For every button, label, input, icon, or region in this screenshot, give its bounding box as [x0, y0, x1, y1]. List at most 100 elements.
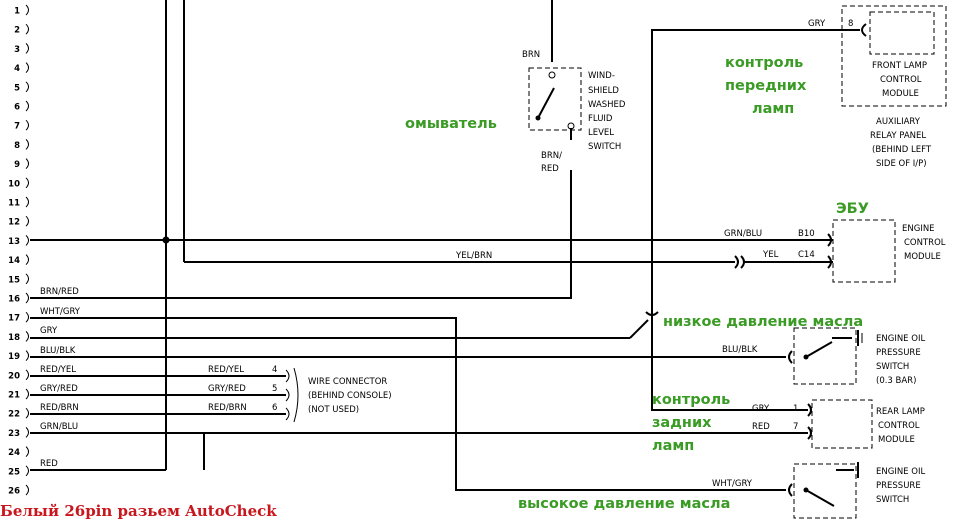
- pin-bracket: [25, 331, 29, 342]
- front-lamp-module-inner: [869, 11, 935, 55]
- pin-bracket: [25, 311, 29, 323]
- pin-bracket: [25, 427, 29, 438]
- washer-switch-pivot: [535, 115, 541, 121]
- pin-number: 6: [14, 103, 20, 113]
- svg-text:CONTROL: CONTROL: [878, 421, 920, 431]
- annotation-high-oil: высокое давление масла: [518, 496, 730, 512]
- pin-bracket: [25, 43, 29, 54]
- label-p17: WHT/GRY: [40, 307, 81, 317]
- pin-number: 1: [14, 7, 20, 17]
- pin-number: 23: [8, 429, 20, 439]
- pin-bracket: [25, 350, 29, 361]
- pin-bracket: [25, 81, 29, 93]
- svg-text:MODULE: MODULE: [882, 89, 919, 99]
- label-red-rear: RED: [752, 422, 770, 432]
- label-brn-top: BRN: [522, 50, 540, 60]
- svg-text:(0.3 BAR): (0.3 BAR): [876, 376, 916, 386]
- pin-number: 21: [8, 391, 20, 401]
- annotation-ecu: ЭБУ: [836, 201, 869, 217]
- pin-number: 22: [8, 410, 20, 420]
- pin-number: 16: [8, 295, 20, 305]
- label-gry-rear: GRY: [752, 404, 770, 414]
- wire-pin17: [30, 317, 786, 491]
- svg-text:задних: задних: [652, 415, 712, 431]
- svg-text:ламп: ламп: [752, 101, 794, 117]
- ecm-connector-1: [827, 233, 832, 247]
- svg-text:WIRE CONNECTOR: WIRE CONNECTOR: [308, 377, 387, 387]
- label-blu-blk-oil: BLU/BLK: [722, 345, 758, 355]
- svg-text:AUXILIARY: AUXILIARY: [876, 117, 921, 127]
- wire-gry-front-connector: [861, 23, 867, 37]
- svg-text:передних: передних: [725, 78, 807, 94]
- pin-bracket: [25, 446, 29, 457]
- svg-text:(NOT USED): (NOT USED): [308, 405, 359, 415]
- wire-gry-oil-low: [629, 319, 649, 339]
- svg-text:WASHED: WASHED: [588, 100, 626, 110]
- oil-high-switch-arm: [805, 489, 835, 507]
- pin-bracket: [25, 158, 29, 169]
- pin-bracket: [25, 292, 29, 304]
- pin-bracket: [25, 177, 29, 189]
- annotation-low-oil: низкое давление масла: [663, 314, 863, 330]
- pin-number: 3: [14, 45, 20, 55]
- svg-text:(BEHIND CONSOLE): (BEHIND CONSOLE): [308, 391, 392, 401]
- pin-bracket: [25, 139, 29, 150]
- svg-text:RELAY PANEL: RELAY PANEL: [870, 131, 926, 141]
- caption: Белый 26pin разьем AutoCheck: [0, 502, 277, 520]
- pin-number: 19: [8, 352, 20, 362]
- label-p23: GRN/BLU: [40, 422, 78, 432]
- pin-bracket: [25, 484, 29, 496]
- label-yel-ecu: YEL: [762, 250, 779, 260]
- oil-high-switch-connector: [788, 483, 793, 497]
- pin-number: 26: [8, 487, 20, 497]
- pin-bracket: [25, 100, 29, 112]
- label-p16: BRN/RED: [40, 287, 79, 297]
- aux-relay-panel-label: AUXILIARY RELAY PANEL (BEHIND LEFT SIDE …: [870, 117, 932, 169]
- label-rear-pin1: 1: [793, 404, 798, 414]
- svg-text:REAR LAMP: REAR LAMP: [876, 407, 925, 417]
- pin-bracket: [25, 407, 29, 419]
- pin-number: 7: [14, 122, 20, 132]
- pin-number: 15: [8, 275, 20, 285]
- annotation-washer: омыватель: [405, 116, 497, 132]
- connector-pins: 1234567891011121314151617181920212223242…: [8, 4, 29, 497]
- pin-bracket: [25, 273, 29, 285]
- pin-number: 4: [14, 64, 20, 74]
- label-brn-red-1: BRN/: [541, 151, 562, 161]
- label-p19: BLU/BLK: [40, 346, 76, 356]
- label-wht-gry-oil: WHT/GRY: [712, 479, 753, 489]
- label-pin8: 8: [848, 19, 853, 29]
- ecm-connector-2: [827, 255, 832, 269]
- pin-number: 13: [8, 237, 20, 247]
- label-c14: C14: [798, 250, 815, 260]
- label-c22-num: 6: [272, 403, 277, 413]
- oil-high-switch-box: [793, 463, 857, 519]
- annotation-rear-lamps: контроль задних ламп: [652, 392, 730, 454]
- svg-text:контроль: контроль: [652, 392, 730, 408]
- svg-text:ламп: ламп: [652, 438, 694, 454]
- label-c20: RED/YEL: [208, 365, 244, 375]
- label-p22: RED/BRN: [40, 403, 79, 413]
- svg-text:SIDE OF I/P): SIDE OF I/P): [876, 159, 927, 169]
- svg-text:ENGINE OIL: ENGINE OIL: [876, 334, 925, 344]
- pin-number: 11: [8, 199, 20, 209]
- svg-text:PRESSURE: PRESSURE: [876, 348, 921, 358]
- svg-text:ENGINE: ENGINE: [902, 224, 935, 234]
- label-c21-num: 5: [272, 384, 277, 394]
- label-c21: GRY/RED: [208, 384, 246, 394]
- svg-text:SWITCH: SWITCH: [876, 495, 909, 505]
- svg-text:PRESSURE: PRESSURE: [876, 481, 921, 491]
- label-p20: RED/YEL: [40, 365, 76, 375]
- label-yel-brn: YEL/BRN: [455, 251, 492, 261]
- pin-number: 24: [8, 448, 20, 458]
- annotation-front-lamps: контроль передних ламп: [725, 55, 807, 117]
- rear-lamp-module-label: REAR LAMP CONTROL MODULE: [876, 407, 925, 445]
- pin-number: 8: [14, 141, 20, 151]
- pin-number: 18: [8, 333, 20, 343]
- svg-text:LEVEL: LEVEL: [588, 128, 614, 138]
- oil-low-switch-label: ENGINE OIL PRESSURE SWITCH (0.3 BAR): [876, 334, 925, 386]
- svg-text:MODULE: MODULE: [904, 252, 941, 262]
- wire-connector-bracket: [285, 367, 299, 423]
